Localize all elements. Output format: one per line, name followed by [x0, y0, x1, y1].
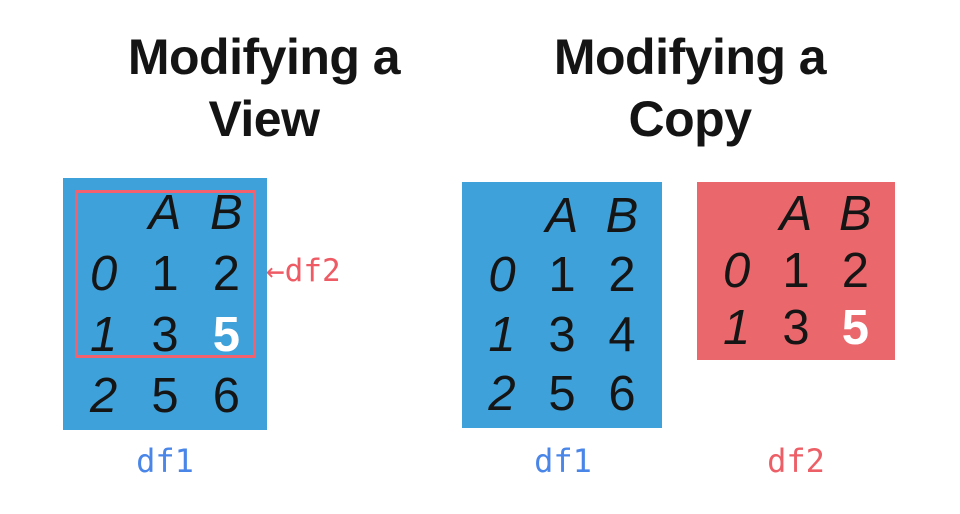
view-df1-table: A B 0 1 2 1 3 5 2 5 6 — [63, 178, 267, 430]
left-title-line1: Modifying a — [127, 29, 401, 85]
cell-a: 1 — [548, 248, 576, 303]
df2-pointer-label: ←df2 — [266, 253, 341, 289]
df2-view-outline — [75, 190, 256, 358]
cell-a: 3 — [782, 300, 810, 355]
view-df1-label: df1 — [136, 442, 194, 480]
row-index: 1 — [488, 307, 516, 362]
cell-b-highlighted: 5 — [841, 300, 869, 355]
cell-a: 3 — [151, 307, 179, 362]
corner-cell — [472, 186, 532, 246]
right-title-line1: Modifying a — [553, 29, 827, 85]
copy-df2-label: df2 — [767, 442, 825, 480]
cell-b: 6 — [608, 367, 636, 422]
row-index: 0 — [488, 248, 516, 303]
row-index: 2 — [90, 368, 118, 423]
col-header-b: B — [838, 187, 872, 242]
copy-df1-label: df1 — [534, 442, 592, 480]
row-index: 1 — [90, 307, 118, 362]
copy-df1-table: A B 0 1 2 1 3 4 2 5 6 — [462, 182, 662, 428]
col-header-b: B — [605, 188, 639, 243]
cell-a: 1 — [782, 243, 810, 298]
cell-b: 2 — [212, 246, 240, 301]
row-index: 0 — [90, 246, 118, 301]
row-index: 2 — [488, 367, 516, 422]
cell-a: 5 — [548, 367, 576, 422]
copy-df2-table: A B 0 1 2 1 3 5 — [697, 182, 895, 360]
cell-b: 4 — [608, 307, 636, 362]
cell-b-highlighted: 5 — [212, 307, 240, 362]
cell-b: 2 — [841, 243, 869, 298]
cell-b: 6 — [212, 368, 240, 423]
right-title-line2: Copy — [628, 91, 753, 147]
cell-b: 2 — [608, 248, 636, 303]
col-header-a: A — [779, 187, 813, 242]
row-index: 1 — [723, 300, 751, 355]
left-title: Modifying a View — [64, 26, 464, 150]
row-index: 0 — [723, 243, 751, 298]
cell-a: 3 — [548, 307, 576, 362]
corner-cell — [707, 186, 766, 243]
cell-a: 5 — [151, 368, 179, 423]
right-title: Modifying a Copy — [490, 26, 890, 150]
col-header-a: A — [148, 185, 182, 240]
left-title-line2: View — [208, 91, 320, 147]
col-header-b: B — [209, 185, 243, 240]
cell-a: 1 — [151, 246, 179, 301]
col-header-a: A — [545, 188, 579, 243]
